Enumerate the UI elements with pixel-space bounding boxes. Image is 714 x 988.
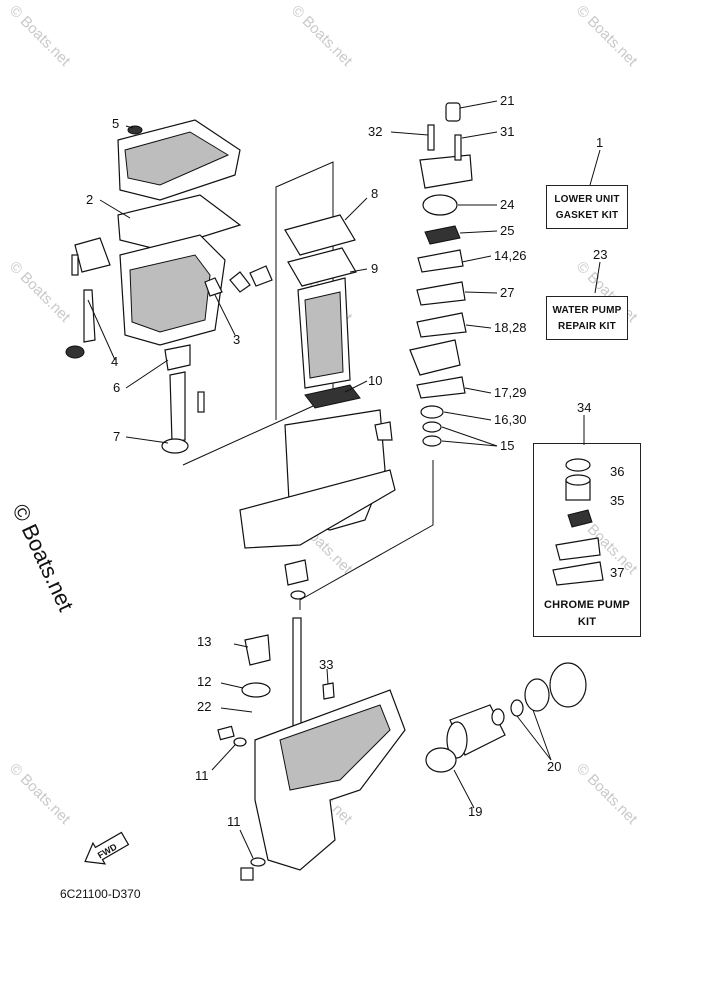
gasket-plates-drawing [284, 214, 361, 409]
water-pump-kit-box: WATER PUMP REPAIR KIT [546, 296, 628, 340]
lower-housing-drawing [239, 409, 396, 600]
callout-9: 9 [371, 261, 379, 276]
callout-8: 8 [371, 186, 379, 201]
diagram-code: 6C21100-D370 [60, 887, 141, 901]
chrome-pump-kit-title: CHROME PUMP [544, 599, 630, 611]
upper-casing-drawing [117, 119, 242, 346]
callout-13: 13 [197, 634, 212, 649]
gasket-kit-box: LOWER UNIT GASKET KIT [546, 185, 628, 229]
guide-line [182, 161, 334, 466]
chrome-pump-kit-box: CHROME PUMP KIT [533, 443, 641, 637]
water-pump-kit-subtitle: REPAIR KIT [558, 321, 616, 332]
callout-16-30: 16,30 [494, 412, 527, 427]
water-pump-parts-drawing [409, 102, 473, 447]
callout-11: 11 [195, 768, 209, 783]
callout-10: 10 [368, 373, 383, 388]
callout-23: 23 [593, 247, 608, 262]
callout-2: 2 [86, 192, 94, 207]
callout-37: 37 [610, 565, 625, 580]
side-parts-drawing [65, 237, 273, 359]
callout-4: 4 [111, 354, 119, 369]
callout-6: 6 [113, 380, 121, 395]
guide-line [299, 460, 434, 610]
gearcase-leaders [211, 643, 552, 859]
callout-11: 11 [227, 814, 241, 829]
callout-31: 31 [500, 124, 515, 139]
callout-32: 32 [368, 124, 383, 139]
callout-34: 34 [577, 400, 592, 415]
callout-leaders [87, 100, 601, 447]
callout-5: 5 [112, 116, 120, 131]
callout-1: 1 [596, 135, 604, 150]
callout-17-29: 17,29 [494, 385, 527, 400]
exhaust-tube-drawing [161, 344, 205, 454]
callout-3: 3 [233, 332, 241, 347]
callout-7: 7 [113, 429, 121, 444]
callout-12: 12 [197, 674, 212, 689]
callout-21: 21 [500, 93, 515, 108]
fwd-arrow-icon [84, 831, 130, 865]
callout-19: 19 [468, 804, 483, 819]
callout-15: 15 [500, 438, 515, 453]
callout-18-28: 18,28 [494, 320, 527, 335]
chrome-kit-parts-drawing [552, 458, 604, 586]
callout-25: 25 [500, 223, 515, 238]
gasket-kit-title: LOWER UNIT [554, 194, 620, 205]
callout-36: 36 [610, 464, 625, 479]
chrome-pump-kit-subtitle: KIT [577, 616, 597, 628]
callout-35: 35 [610, 493, 625, 508]
water-pump-kit-title: WATER PUMP [552, 305, 622, 316]
callout-14-26: 14,26 [494, 248, 527, 263]
callout-33: 33 [319, 657, 334, 672]
callout-27: 27 [500, 285, 515, 300]
gasket-kit-subtitle: GASKET KIT [555, 210, 619, 221]
callout-24: 24 [500, 197, 515, 212]
callout-20: 20 [547, 759, 562, 774]
callout-22: 22 [197, 699, 212, 714]
gearcase-drawing [217, 617, 587, 881]
